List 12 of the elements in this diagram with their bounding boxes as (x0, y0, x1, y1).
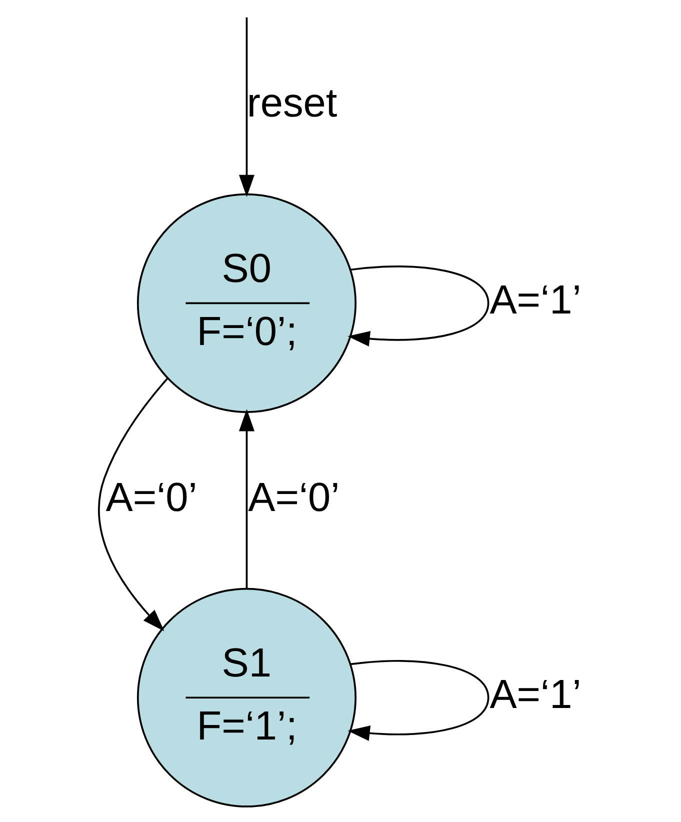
arrow (98, 377, 169, 632)
node-circle: S0 F=‘0’; (136, 193, 356, 413)
arrow (348, 266, 490, 346)
edge-label: A=‘1’ (490, 670, 582, 717)
edge-label: reset (246, 79, 338, 126)
arrow (348, 660, 490, 741)
edge-label: A=‘0’ (248, 474, 340, 520)
edge-label: A=‘1’ (490, 276, 582, 323)
arrow (238, 409, 254, 590)
node-circle: S1 F=‘1’; (136, 588, 356, 808)
arrow (238, 17, 254, 198)
edge-label: A=‘0’ (106, 474, 198, 520)
